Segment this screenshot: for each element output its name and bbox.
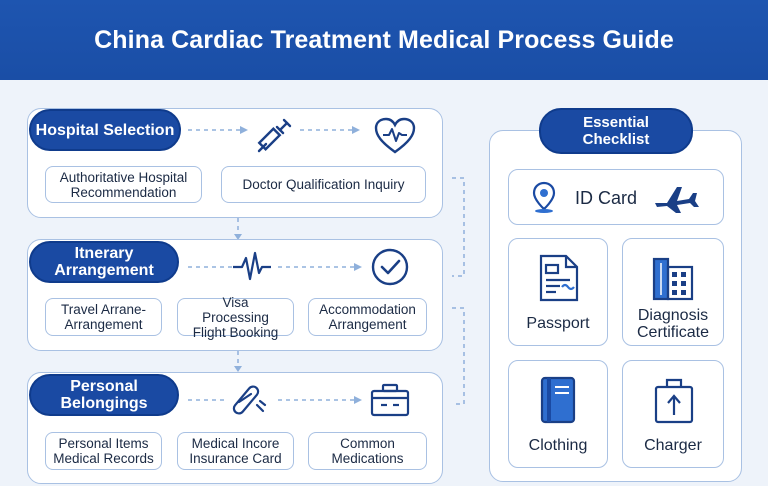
item-common-medications: Common Medications xyxy=(308,432,427,470)
page-title: China Cardiac Treatment Medical Process … xyxy=(94,25,674,54)
heart-icon xyxy=(374,117,416,154)
checklist-clothing: Clothing xyxy=(508,360,608,468)
dashed-arrow xyxy=(278,396,362,404)
passport-icon xyxy=(539,254,579,302)
item-authoritative-hospital: Authoritative Hospital Recommendation xyxy=(45,166,202,203)
checklist-diagnosis-certificate: Diagnosis Certificate xyxy=(622,238,724,346)
syringe-icon xyxy=(257,118,292,153)
passport-label: Passport xyxy=(526,315,590,332)
checklist-title: Essential Checklist xyxy=(539,108,693,154)
item-travel-arrangement: Travel Arrane- Arrangement xyxy=(45,298,162,336)
pills-icon xyxy=(232,385,267,415)
medical-kit-icon xyxy=(370,383,410,417)
dashed-arrow xyxy=(188,399,228,401)
item-accommodation: Accommodation Arrangement xyxy=(308,298,427,336)
item-personal-items: Personal Items Medical Records xyxy=(45,432,162,470)
clothing-icon xyxy=(540,376,576,424)
dashed-arrow xyxy=(188,126,248,134)
item-visa-flight: Visa Processing Flight Booking xyxy=(177,295,294,340)
section-label-personal-belongings: Personal Belongings xyxy=(29,374,179,416)
section-label-itinerary: Itnerary Arrangement xyxy=(29,241,179,283)
checklist-passport: Passport xyxy=(508,238,608,346)
airplane-icon xyxy=(655,187,699,213)
location-pin-icon xyxy=(532,181,556,213)
charger-bag-icon xyxy=(654,378,694,424)
item-doctor-qualification: Doctor Qualification Inquiry xyxy=(221,166,426,203)
certificate-icon xyxy=(652,257,694,301)
dashed-arrow xyxy=(300,126,360,134)
charger-label: Charger xyxy=(644,437,702,454)
heartbeat-icon xyxy=(233,251,271,281)
item-insurance-card: Medical Incore Insurance Card xyxy=(177,432,294,470)
checklist-charger: Charger xyxy=(622,360,724,468)
checklist-id-card: ID Card xyxy=(508,169,724,225)
header-banner: China Cardiac Treatment Medical Process … xyxy=(0,0,768,80)
diagnosis-certificate-label: Diagnosis Certificate xyxy=(636,307,710,341)
id-card-label: ID Card xyxy=(575,188,638,208)
section-label-hospital-selection: Hospital Selection xyxy=(29,109,181,151)
checkmark-icon xyxy=(371,248,409,286)
dashed-arrow xyxy=(278,263,362,271)
clothing-label: Clothing xyxy=(528,437,588,454)
dashed-arrow xyxy=(188,266,232,268)
